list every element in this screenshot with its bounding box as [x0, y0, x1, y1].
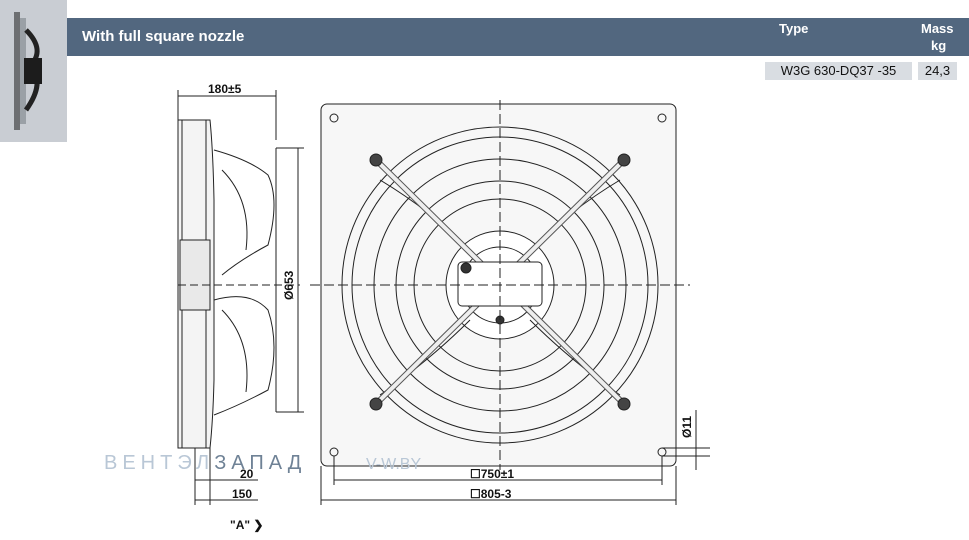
hole-diameter-dimension: Ø11 [680, 415, 694, 438]
mass-column-header: Mass [921, 21, 954, 36]
side-view [177, 90, 304, 505]
page-title: With full square nozzle [82, 28, 245, 45]
fan-thumbnail [0, 0, 67, 142]
overall-width-dimension: ☐805-3 [470, 487, 512, 501]
fan-side-icon [14, 12, 42, 130]
type-column-header: Type [779, 21, 809, 36]
depth-dimension: 180±5 [208, 82, 242, 96]
watermark-url: V-W.BY [366, 456, 422, 473]
mass-unit: kg [931, 38, 947, 53]
view-a-label: "A" ❯ [230, 518, 264, 532]
hole-spacing-dimension: ☐750±1 [470, 467, 515, 481]
diameter-dimension: Ø653 [282, 270, 296, 300]
base-depth-dimension: 150 [232, 487, 253, 501]
product-type-cell: W3G 630-DQ37 -35 [765, 62, 912, 80]
flange-dimension: 20 [240, 467, 254, 481]
watermark-logo: ВЕНТЭЛЗАПАД [104, 452, 307, 474]
header-bar [67, 18, 969, 56]
front-view [310, 100, 710, 505]
product-mass-cell: 24,3 [918, 62, 957, 80]
